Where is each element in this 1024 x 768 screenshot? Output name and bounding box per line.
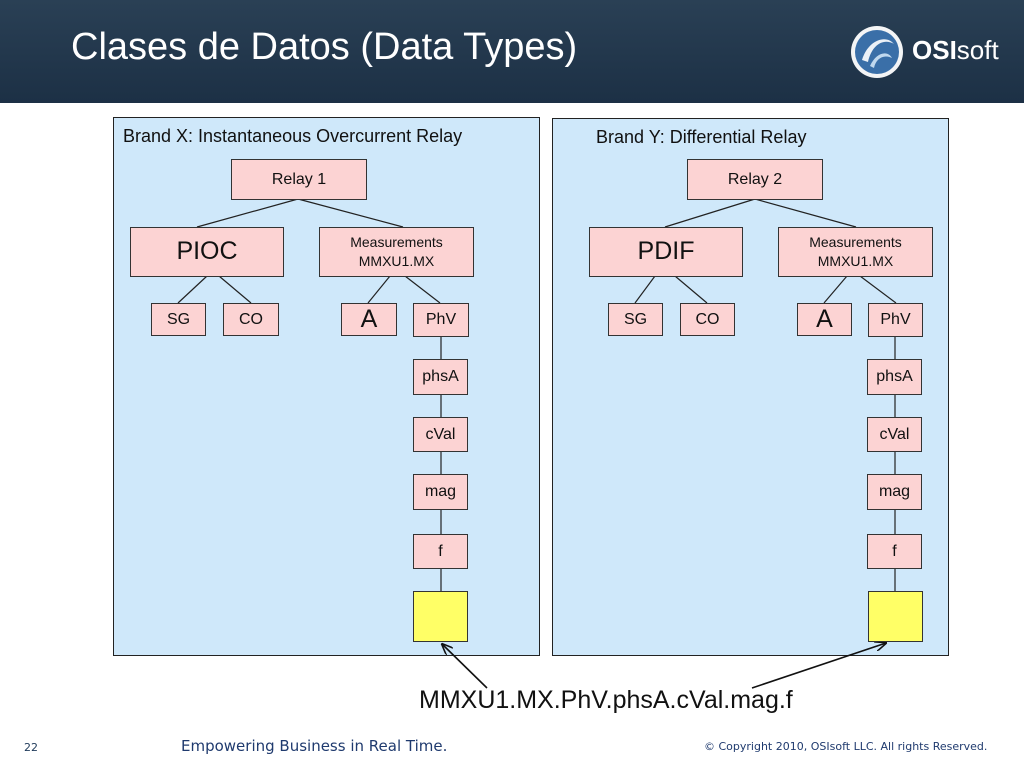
left-sg-node: SG	[151, 303, 206, 336]
left-phv-node: PhV	[413, 303, 469, 337]
right-a-node: A	[797, 303, 852, 336]
left-f-node: f	[413, 534, 468, 569]
logo-bold-text: OSI	[912, 35, 957, 65]
relay-1-node: Relay 1	[231, 159, 367, 200]
logo-wordmark: OSIsoft	[912, 35, 999, 66]
right-sg-node: SG	[608, 303, 663, 336]
left-co-node: CO	[223, 303, 279, 336]
footer-copyright: © Copyright 2010, OSIsoft LLC. All right…	[704, 740, 988, 753]
left-mag-node: mag	[413, 474, 468, 510]
right-f-node: f	[867, 534, 922, 569]
left-phsa-node: phsA	[413, 359, 468, 395]
left-cval-node: cVal	[413, 417, 468, 452]
right-measurements-path: MMXU1.MX	[817, 253, 894, 269]
footer-tagline: Empowering Business in Real Time.	[181, 737, 448, 755]
page-number: 22	[24, 741, 38, 754]
header-bar: Clases de Datos (Data Types) OSIsoft	[0, 0, 1024, 103]
left-measurements-label: Measurements	[350, 234, 443, 251]
right-phv-node: PhV	[868, 303, 923, 337]
pdif-node: PDIF	[589, 227, 743, 277]
left-a-node: A	[341, 303, 397, 336]
logo-light-text: soft	[956, 35, 999, 65]
data-path-label: MMXU1.MX.PhV.phsA.cVal.mag.f	[419, 686, 793, 714]
left-measurements-path: MMXU1.MX	[358, 253, 435, 269]
slide-title: Clases de Datos (Data Types)	[71, 26, 578, 68]
relay-2-node: Relay 2	[687, 159, 823, 200]
right-mag-node: mag	[867, 474, 922, 510]
right-phsa-node: phsA	[867, 359, 922, 395]
right-measurements-node: Measurements MMXU1.MX	[778, 227, 933, 277]
pioc-node: PIOC	[130, 227, 284, 277]
left-panel-title: Brand X: Instantaneous Overcurrent Relay	[123, 126, 463, 146]
right-value-leaf	[868, 591, 923, 642]
right-measurements-label: Measurements	[809, 234, 902, 251]
right-cval-node: cVal	[867, 417, 922, 452]
right-co-node: CO	[680, 303, 735, 336]
left-panel	[113, 117, 540, 656]
osisoft-logo: OSIsoft	[850, 22, 1010, 82]
left-value-leaf	[413, 591, 468, 642]
osisoft-logo-icon	[851, 26, 903, 78]
right-panel-title: Brand Y: Differential Relay	[596, 127, 807, 147]
left-measurements-node: Measurements MMXU1.MX	[319, 227, 474, 277]
